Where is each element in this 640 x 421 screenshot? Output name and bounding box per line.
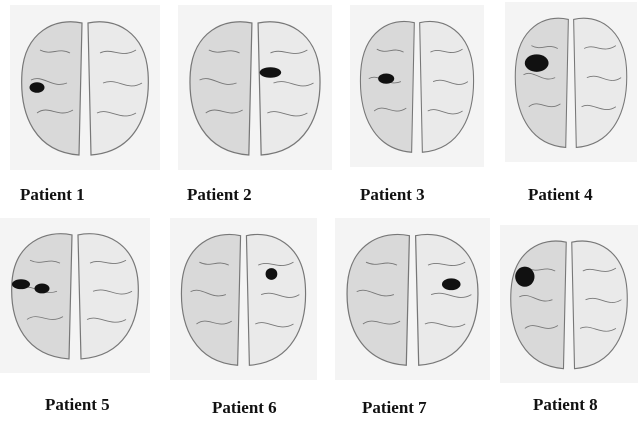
lesion xyxy=(265,268,278,280)
panel-label-patient-5: Patient 5 xyxy=(45,395,110,414)
right-hemisphere xyxy=(245,233,307,366)
panel-label-patient-7: Patient 7 xyxy=(362,398,427,417)
left-hemisphere xyxy=(21,21,83,156)
brain-image-patient-7 xyxy=(335,218,490,380)
brain-image-patient-3 xyxy=(350,5,484,167)
panel-label-patient-1: Patient 1 xyxy=(20,185,85,204)
right-hemisphere xyxy=(77,233,139,360)
lesion xyxy=(12,279,30,290)
brain-image-patient-8 xyxy=(500,225,638,383)
panel-label-patient-3: Patient 3 xyxy=(360,185,425,204)
right-hemisphere xyxy=(419,20,475,153)
brain-image-patient-5 xyxy=(0,218,150,373)
left-hemisphere xyxy=(11,233,73,360)
brain-image-patient-6 xyxy=(170,218,317,380)
brain-image-patient-1 xyxy=(10,5,160,170)
panel-label-patient-8: Patient 8 xyxy=(533,395,598,414)
right-hemisphere xyxy=(414,233,479,366)
left-hemisphere xyxy=(189,21,253,156)
lesion xyxy=(29,82,45,93)
lesion xyxy=(378,73,395,84)
lesion xyxy=(441,278,461,291)
left-hemisphere xyxy=(346,233,411,366)
left-hemisphere xyxy=(359,20,415,153)
panel-label-patient-2: Patient 2 xyxy=(187,185,252,204)
left-hemisphere xyxy=(514,17,569,149)
right-hemisphere xyxy=(573,17,628,149)
right-hemisphere xyxy=(257,21,321,156)
right-hemisphere xyxy=(87,21,149,156)
lesion xyxy=(34,283,50,294)
brain-image-patient-2 xyxy=(178,5,332,170)
brain-image-patient-4 xyxy=(505,2,637,162)
lesion xyxy=(515,266,535,287)
right-hemisphere xyxy=(571,240,628,370)
panel-label-patient-4: Patient 4 xyxy=(528,185,593,204)
lesion xyxy=(259,67,282,78)
panel-label-patient-6: Patient 6 xyxy=(212,398,277,417)
lesion xyxy=(524,54,549,72)
left-hemisphere xyxy=(180,233,242,366)
left-hemisphere xyxy=(510,240,567,370)
